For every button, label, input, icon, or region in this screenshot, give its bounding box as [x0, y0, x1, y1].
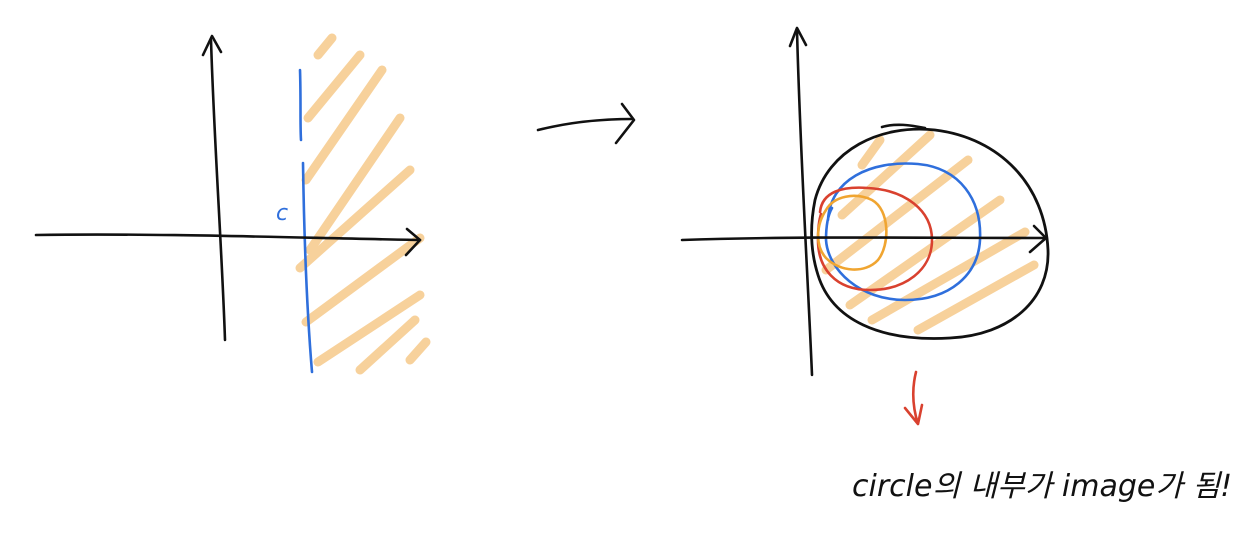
transform-arrow-head — [614, 102, 636, 145]
red-pointer-arrow — [903, 370, 924, 426]
left-x-axis-arrowhead — [404, 227, 422, 257]
right-x-axis — [680, 236, 1048, 242]
left-y-axis-arrowhead — [201, 34, 223, 57]
right-y-axis-arrowhead — [788, 26, 808, 48]
outer-circle-overstroke — [880, 123, 927, 130]
left-x-axis — [34, 233, 422, 242]
transform-arrow — [536, 102, 636, 145]
line-c-label: c — [276, 201, 288, 226]
right-panel: circle의 내부가 image가 됨! — [680, 26, 1232, 504]
right-x-axis-arrowhead — [1028, 224, 1048, 254]
right-panel-caption: circle의 내부가 image가 됨! — [852, 469, 1232, 504]
transform-arrow-shaft — [536, 117, 634, 132]
left-y-axis — [209, 38, 227, 342]
left-panel: c — [34, 33, 431, 375]
orange-circle — [816, 194, 888, 271]
left-half-plane-hatching — [295, 33, 431, 375]
blue-circle — [824, 162, 982, 302]
right-disk-hatching — [821, 130, 1039, 335]
vertical-line-c — [298, 68, 314, 374]
right-y-axis — [795, 28, 814, 377]
outer-black-circle — [810, 127, 1050, 340]
